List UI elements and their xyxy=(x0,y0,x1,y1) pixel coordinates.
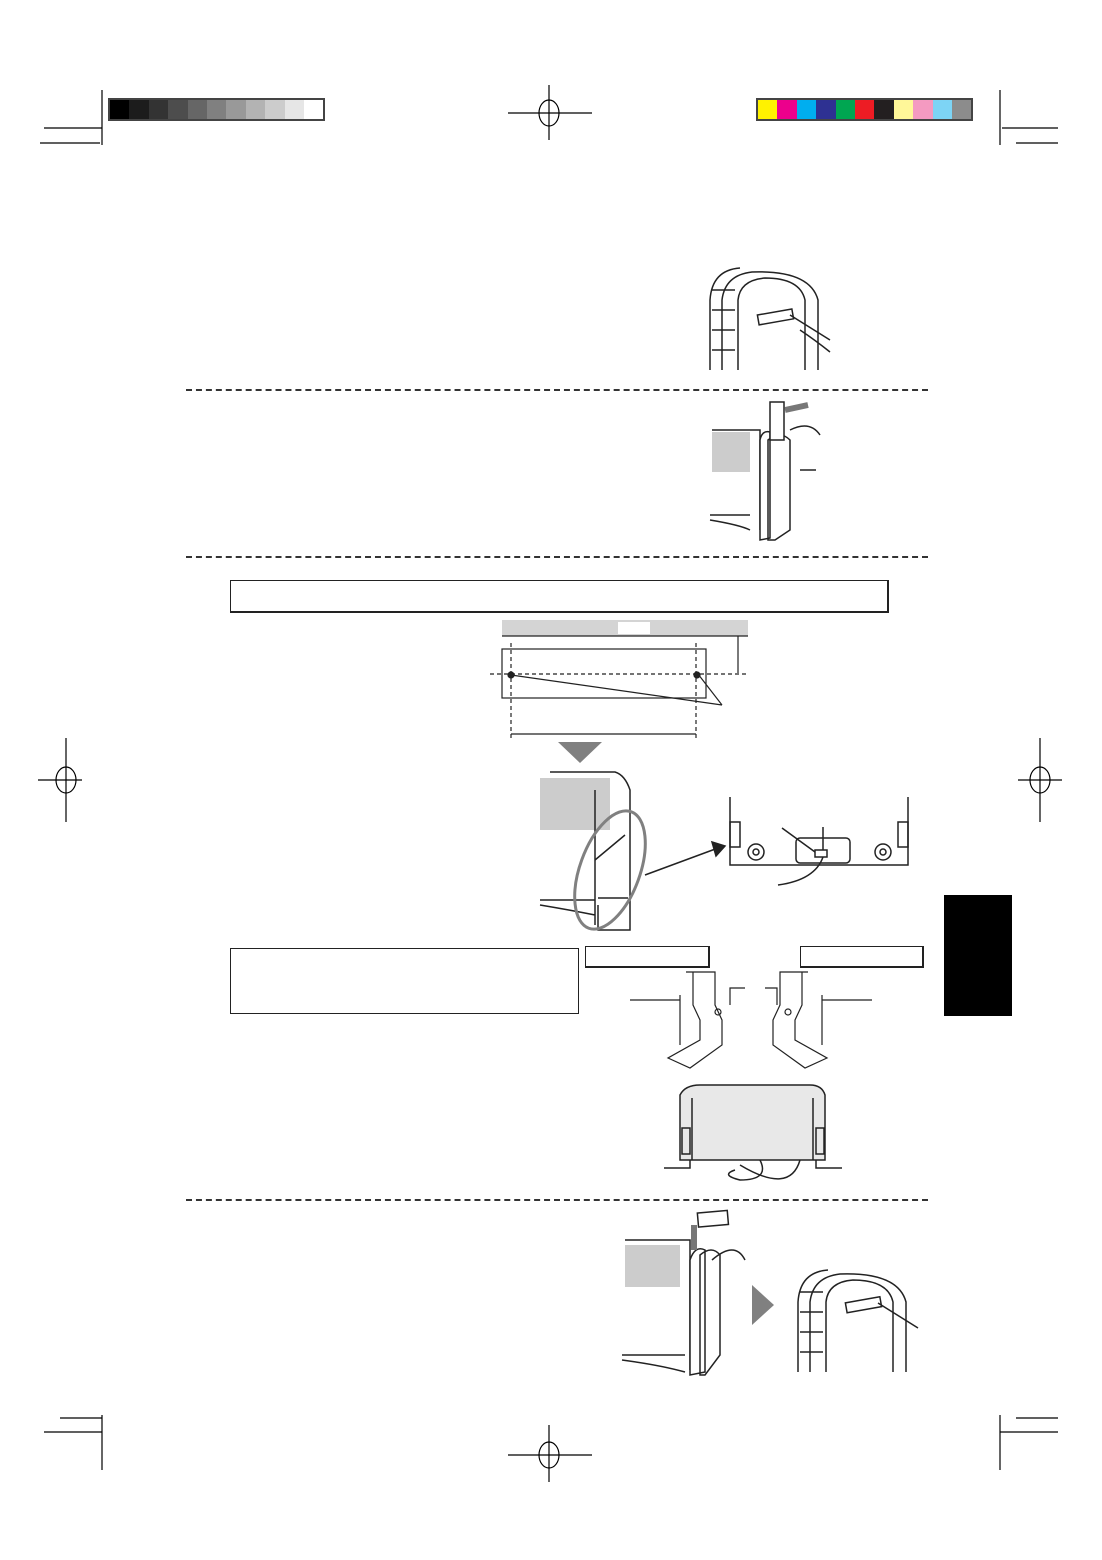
color-swatch xyxy=(129,100,149,119)
section-divider xyxy=(186,389,928,391)
color-swatch xyxy=(951,100,972,119)
label-box-right xyxy=(800,946,924,968)
crop-mark-icon xyxy=(44,1415,103,1470)
registration-mark-icon xyxy=(1018,738,1062,822)
color-swatch xyxy=(796,100,817,119)
color-swatch xyxy=(110,100,130,119)
color-swatch xyxy=(303,100,324,119)
color-swatch xyxy=(874,100,894,119)
illustration-unit-front xyxy=(664,1084,842,1181)
color-swatch xyxy=(284,100,304,119)
crop-mark-icon xyxy=(999,90,1058,145)
illustration-unit-screw xyxy=(709,267,831,370)
registration-mark-icon xyxy=(38,738,82,822)
color-swatch xyxy=(265,100,285,119)
label-box-left xyxy=(585,946,710,968)
section-tab xyxy=(944,895,1012,1016)
color-swatch xyxy=(206,100,227,119)
color-swatch xyxy=(187,100,207,119)
color-swatch xyxy=(777,100,797,119)
section-divider xyxy=(186,556,928,558)
color-swatch xyxy=(168,100,188,119)
section-divider xyxy=(186,1199,928,1201)
crop-mark-icon xyxy=(999,1415,1058,1470)
heading-box xyxy=(230,580,889,613)
color-swatch xyxy=(854,100,875,119)
illustration-wall-template xyxy=(490,620,748,763)
color-swatch xyxy=(913,100,933,119)
color-swatch xyxy=(932,100,952,119)
illustration-brackets xyxy=(630,971,872,1069)
note-box xyxy=(230,948,579,1014)
registration-mark-icon xyxy=(508,85,592,140)
color-bar xyxy=(756,98,974,121)
gray-scale-bar xyxy=(108,98,326,121)
illustration-unit-mounting xyxy=(539,771,909,931)
color-swatch xyxy=(758,100,778,119)
color-swatch xyxy=(816,100,836,119)
illustration-reinstall-panel xyxy=(621,1209,919,1376)
illustration-remove-panel xyxy=(709,401,821,541)
registration-mark-icon xyxy=(508,1425,592,1482)
arrow-right-icon xyxy=(644,847,719,876)
color-swatch xyxy=(835,100,855,119)
color-swatch xyxy=(245,100,266,119)
color-swatch xyxy=(148,100,169,119)
arrow-down-icon xyxy=(558,742,602,763)
color-swatch xyxy=(226,100,246,119)
crop-mark-icon xyxy=(40,90,103,145)
color-swatch xyxy=(893,100,914,119)
arrow-right-icon xyxy=(752,1285,774,1325)
